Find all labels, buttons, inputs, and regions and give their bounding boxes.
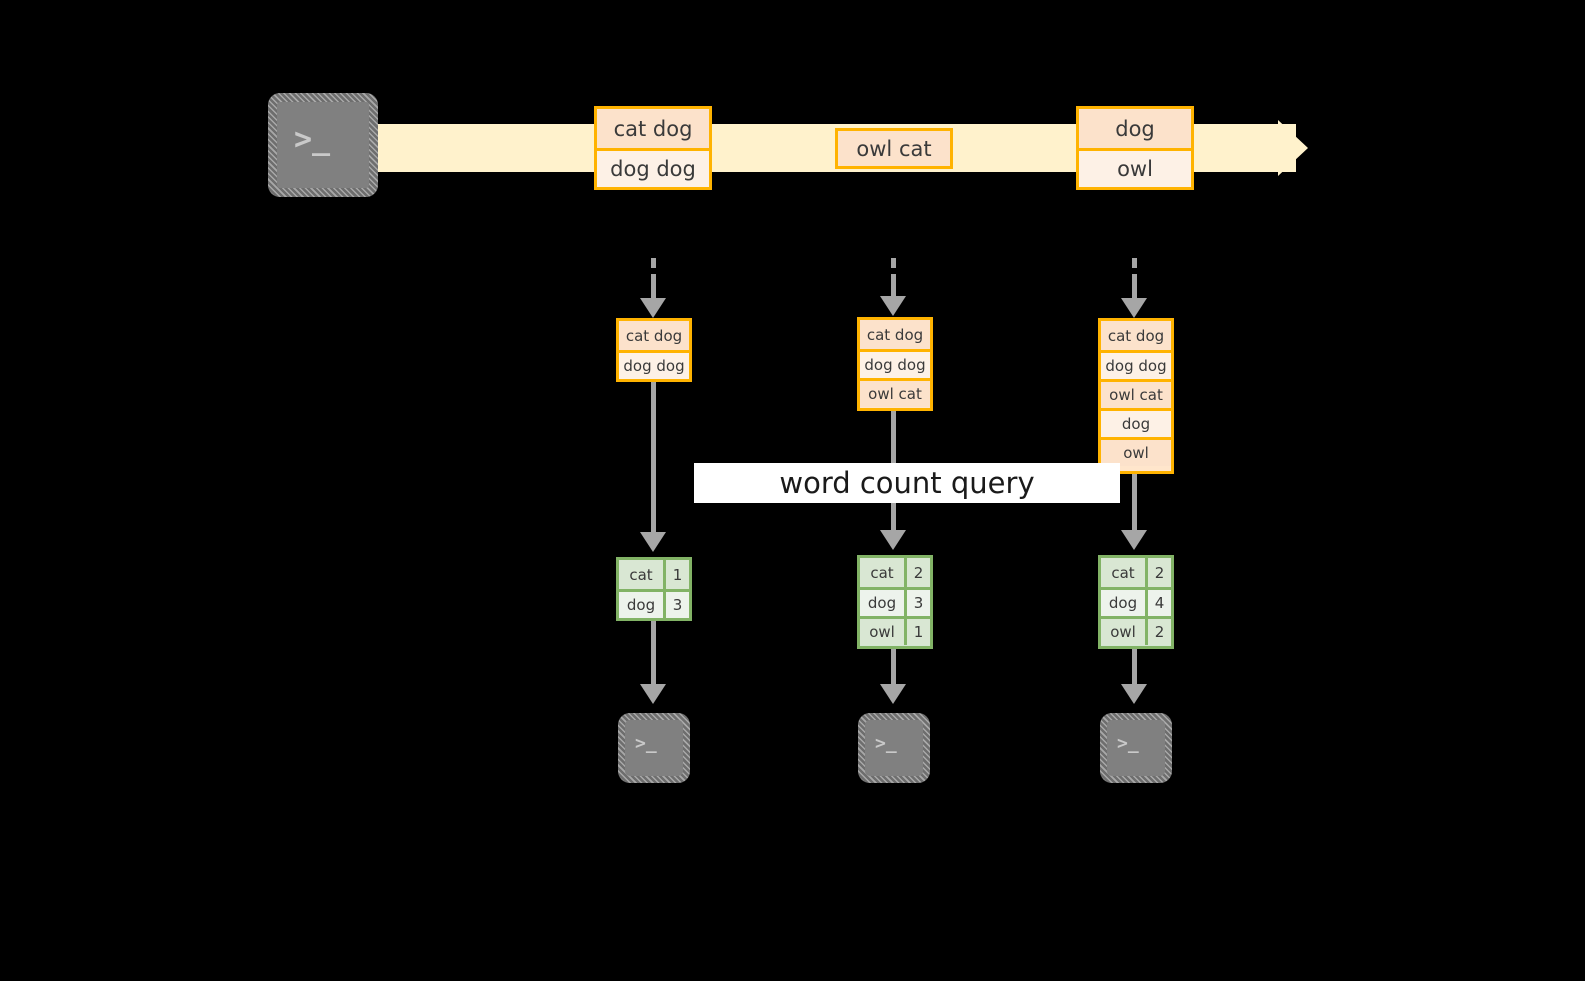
stream-event-line: dog bbox=[1079, 109, 1191, 148]
stream-event-line: cat dog bbox=[597, 109, 709, 148]
result-count: 2 bbox=[904, 558, 930, 587]
result-to-sink-line-2 bbox=[891, 649, 896, 686]
terminal-prompt-glyph: >_ bbox=[1117, 733, 1139, 754]
terminal-body bbox=[865, 720, 923, 776]
result-row: cat 2 bbox=[860, 558, 930, 587]
stream-to-batch-arrow-line-3b bbox=[1132, 274, 1137, 300]
query-banner: word count query bbox=[694, 463, 1120, 503]
stream-event-group-2[interactable]: owl cat bbox=[835, 128, 953, 169]
result-row: dog 3 bbox=[860, 587, 930, 616]
batch-row: cat dog bbox=[1101, 321, 1171, 350]
result-to-sink-arrowhead-3 bbox=[1121, 684, 1147, 704]
result-count: 1 bbox=[663, 560, 689, 589]
sink-terminal-icon-1[interactable]: >_ bbox=[618, 713, 690, 783]
batch-row: dog dog bbox=[1101, 350, 1171, 379]
stream-to-batch-arrowhead-2 bbox=[880, 296, 906, 316]
stream-event-line: owl cat bbox=[838, 131, 950, 166]
batch-box-1[interactable]: cat dog dog dog bbox=[616, 318, 692, 382]
stream-arrowhead bbox=[1278, 120, 1308, 176]
result-table-1[interactable]: cat 1 dog 3 bbox=[616, 557, 692, 621]
stream-to-batch-arrowhead-1 bbox=[640, 298, 666, 318]
stream-event-line: dog dog bbox=[597, 148, 709, 187]
batch-row: dog dog bbox=[860, 349, 930, 378]
stream-to-batch-arrow-line-1b bbox=[651, 274, 656, 300]
batch-to-result-line-1 bbox=[651, 382, 656, 534]
result-to-sink-line-3 bbox=[1132, 649, 1137, 686]
result-count: 2 bbox=[1145, 558, 1171, 587]
source-terminal-icon[interactable]: >_ bbox=[268, 93, 378, 197]
stream-to-batch-arrow-line-1 bbox=[651, 258, 656, 268]
batch-box-3[interactable]: cat dog dog dog owl cat dog owl bbox=[1098, 318, 1174, 474]
stream-to-batch-arrow-line-2 bbox=[891, 258, 896, 268]
result-word: owl bbox=[1101, 619, 1145, 645]
result-row: cat 2 bbox=[1101, 558, 1171, 587]
result-count: 3 bbox=[663, 592, 689, 618]
query-banner-label: word count query bbox=[779, 466, 1035, 500]
stream-event-line: owl bbox=[1079, 148, 1191, 187]
result-word: cat bbox=[1101, 558, 1145, 587]
stream-to-batch-arrowhead-3 bbox=[1121, 298, 1147, 318]
batch-to-result-arrowhead-2 bbox=[880, 530, 906, 550]
terminal-body bbox=[1107, 720, 1165, 776]
result-row: dog 4 bbox=[1101, 587, 1171, 616]
result-row: dog 3 bbox=[619, 589, 689, 618]
terminal-body bbox=[625, 720, 683, 776]
result-word: owl bbox=[860, 619, 904, 645]
batch-box-2[interactable]: cat dog dog dog owl cat bbox=[857, 317, 933, 411]
result-row: owl 2 bbox=[1101, 616, 1171, 645]
result-word: cat bbox=[619, 560, 663, 589]
result-to-sink-line-1 bbox=[651, 621, 656, 686]
batch-row: cat dog bbox=[860, 320, 930, 349]
batch-to-result-arrowhead-3 bbox=[1121, 530, 1147, 550]
stream-event-group-3[interactable]: dog owl bbox=[1076, 106, 1194, 190]
result-count: 3 bbox=[904, 590, 930, 616]
result-word: dog bbox=[860, 590, 904, 616]
result-count: 1 bbox=[904, 619, 930, 645]
batch-row: dog dog bbox=[619, 350, 689, 379]
result-word: cat bbox=[860, 558, 904, 587]
result-row: cat 1 bbox=[619, 560, 689, 589]
batch-row: owl cat bbox=[1101, 379, 1171, 408]
terminal-prompt-glyph: >_ bbox=[294, 122, 331, 157]
batch-row: cat dog bbox=[619, 321, 689, 350]
stream-to-batch-arrow-line-2b bbox=[891, 274, 896, 298]
terminal-prompt-glyph: >_ bbox=[875, 733, 897, 754]
batch-row: owl cat bbox=[860, 378, 930, 407]
result-table-2[interactable]: cat 2 dog 3 owl 1 bbox=[857, 555, 933, 649]
batch-to-result-line-3 bbox=[1132, 474, 1137, 532]
batch-row: dog bbox=[1101, 408, 1171, 437]
result-word: dog bbox=[619, 592, 663, 618]
result-to-sink-arrowhead-1 bbox=[640, 684, 666, 704]
result-row: owl 1 bbox=[860, 616, 930, 645]
terminal-prompt-glyph: >_ bbox=[635, 733, 657, 754]
result-count: 2 bbox=[1145, 619, 1171, 645]
sink-terminal-icon-2[interactable]: >_ bbox=[858, 713, 930, 783]
result-to-sink-arrowhead-2 bbox=[880, 684, 906, 704]
sink-terminal-icon-3[interactable]: >_ bbox=[1100, 713, 1172, 783]
result-word: dog bbox=[1101, 590, 1145, 616]
result-table-3[interactable]: cat 2 dog 4 owl 2 bbox=[1098, 555, 1174, 649]
stream-event-group-1[interactable]: cat dog dog dog bbox=[594, 106, 712, 190]
batch-row: owl bbox=[1101, 437, 1171, 466]
batch-to-result-arrowhead-1 bbox=[640, 532, 666, 552]
terminal-body bbox=[277, 102, 369, 188]
stream-to-batch-arrow-line-3 bbox=[1132, 258, 1137, 268]
result-count: 4 bbox=[1145, 590, 1171, 616]
